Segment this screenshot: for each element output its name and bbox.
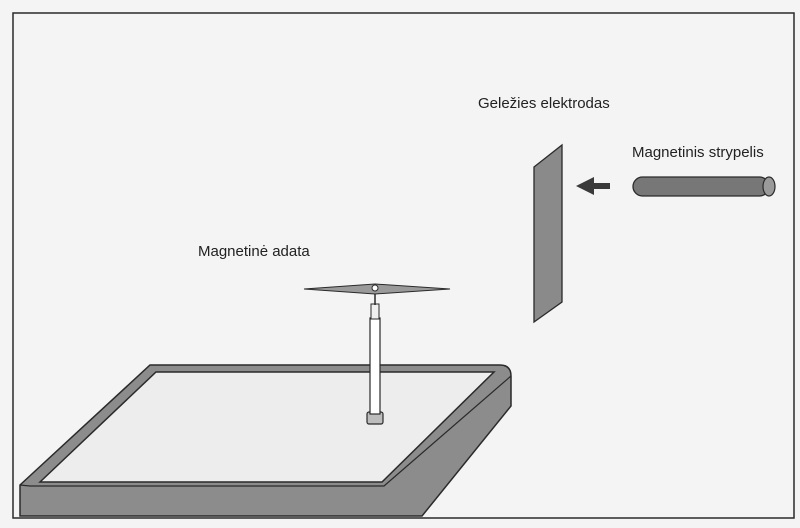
magnetic-needle-label: Magnetinė adata bbox=[198, 243, 310, 260]
needle-stand-cap bbox=[370, 303, 380, 320]
needle-pivot-cap bbox=[371, 284, 379, 292]
direction-arrow-icon bbox=[576, 177, 610, 195]
magnetic-bar bbox=[632, 176, 776, 197]
magnetic-bar-label: Magnetinis strypelis bbox=[632, 144, 764, 161]
iron-electrode bbox=[533, 143, 563, 324]
table-front-edge bbox=[19, 375, 512, 487]
table-plate bbox=[19, 364, 512, 517]
needle-stand-rod bbox=[369, 317, 381, 415]
iron-electrode-label: Geležies elektrodas bbox=[478, 95, 610, 112]
magnetic-needle-assembly bbox=[303, 283, 451, 425]
frame-border bbox=[12, 12, 795, 519]
